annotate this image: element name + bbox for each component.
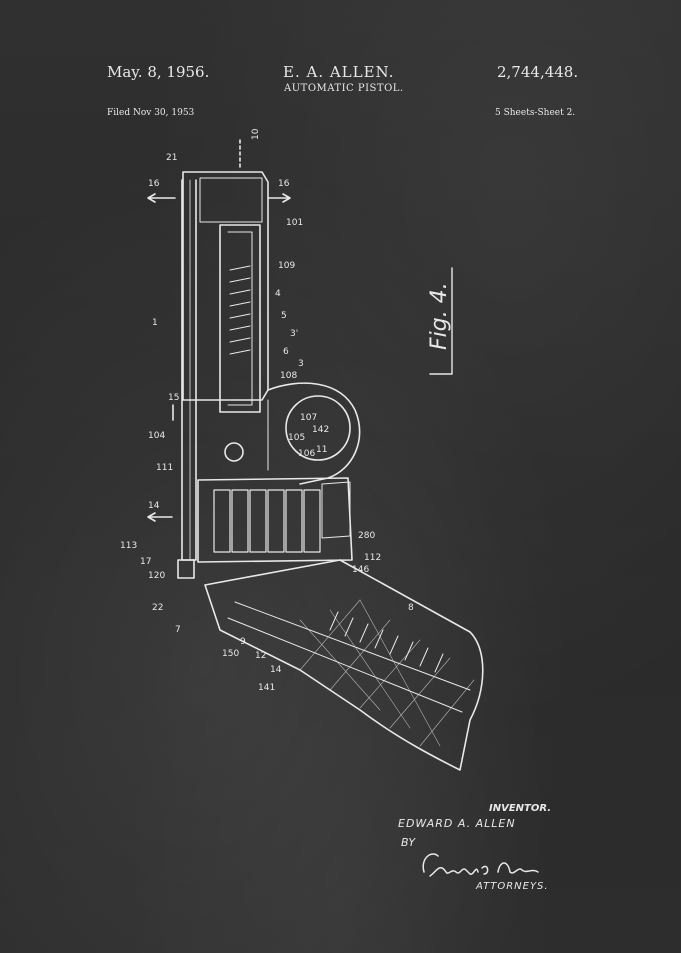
grip-outline — [204, 559, 484, 771]
ref-108: 108 — [280, 371, 297, 381]
inventor-header: E. A. ALLEN. — [283, 63, 395, 81]
patent-date: May. 8, 1956. — [107, 63, 210, 81]
ref-150: 150 — [222, 649, 239, 659]
ref-280: 280 — [358, 531, 375, 541]
ref-22: 22 — [152, 603, 163, 613]
ref-146: 146 — [352, 565, 369, 575]
cartridge-block — [197, 477, 353, 563]
reference-numerals: 10 21 16 16 101 109 4 5 3' 6 108 3 1 15 … — [120, 128, 414, 693]
ref-10: 10 — [251, 128, 261, 140]
ref-12: 12 — [255, 651, 266, 661]
ref-4: 4 — [275, 289, 281, 299]
front-lower — [177, 559, 195, 579]
ref-141: 141 — [258, 683, 275, 693]
ref-15: 15 — [168, 393, 179, 403]
ref-7: 7 — [175, 625, 181, 635]
ref-6: 6 — [283, 347, 289, 357]
trigger-guard — [267, 382, 361, 485]
magazine-tube — [219, 224, 261, 413]
ref-106: 106 — [298, 449, 315, 459]
inventor-name: EDWARD A. ALLEN — [398, 817, 516, 830]
ref-21: 21 — [166, 153, 177, 163]
ref-107: 107 — [300, 413, 317, 423]
by-label: BY — [401, 836, 416, 849]
figure-label: Fig. 4. — [427, 282, 452, 350]
ref-17: 17 — [140, 557, 151, 567]
ref-3: 3 — [298, 359, 304, 369]
ref-3-prime: 3' — [290, 329, 298, 339]
ref-8: 8 — [408, 603, 414, 613]
ref-9: 9 — [240, 637, 246, 647]
ref-142: 142 — [312, 425, 329, 435]
top-hatch-block — [199, 177, 263, 223]
grip-crosshatch — [299, 599, 475, 747]
trigger-guard-ring — [285, 395, 351, 461]
ref-112: 112 — [364, 553, 381, 563]
ref-101: 101 — [286, 218, 303, 228]
pivot-circle — [224, 442, 244, 462]
sheet-count: 5 Sheets-Sheet 2. — [495, 108, 576, 118]
ref-5: 5 — [281, 311, 287, 321]
ref-109: 109 — [278, 261, 295, 271]
ref-105: 105 — [288, 433, 305, 443]
ref-14-left: 14 — [148, 501, 160, 511]
ref-16-left: 16 — [148, 179, 160, 189]
ref-1: 1 — [152, 318, 158, 328]
patent-number: 2,744,448. — [497, 63, 579, 81]
ref-111: 111 — [156, 463, 173, 473]
inventor-label: INVENTOR. — [489, 803, 552, 814]
attorney-signature — [422, 853, 539, 877]
ref-11: 11 — [316, 445, 327, 455]
ref-120: 120 — [148, 571, 165, 581]
patent-title: AUTOMATIC PISTOL. — [284, 83, 404, 94]
hatch-right — [321, 481, 351, 539]
filed-date: Filed Nov 30, 1953 — [107, 108, 195, 118]
ref-16-right: 16 — [278, 179, 290, 189]
ref-14-lower: 14 — [270, 665, 282, 675]
ref-104: 104 — [148, 431, 165, 441]
ref-113: 113 — [120, 541, 137, 551]
cartridges — [213, 489, 321, 553]
barrel-left — [181, 179, 197, 561]
attorneys-label: ATTORNEYS. — [476, 881, 549, 892]
